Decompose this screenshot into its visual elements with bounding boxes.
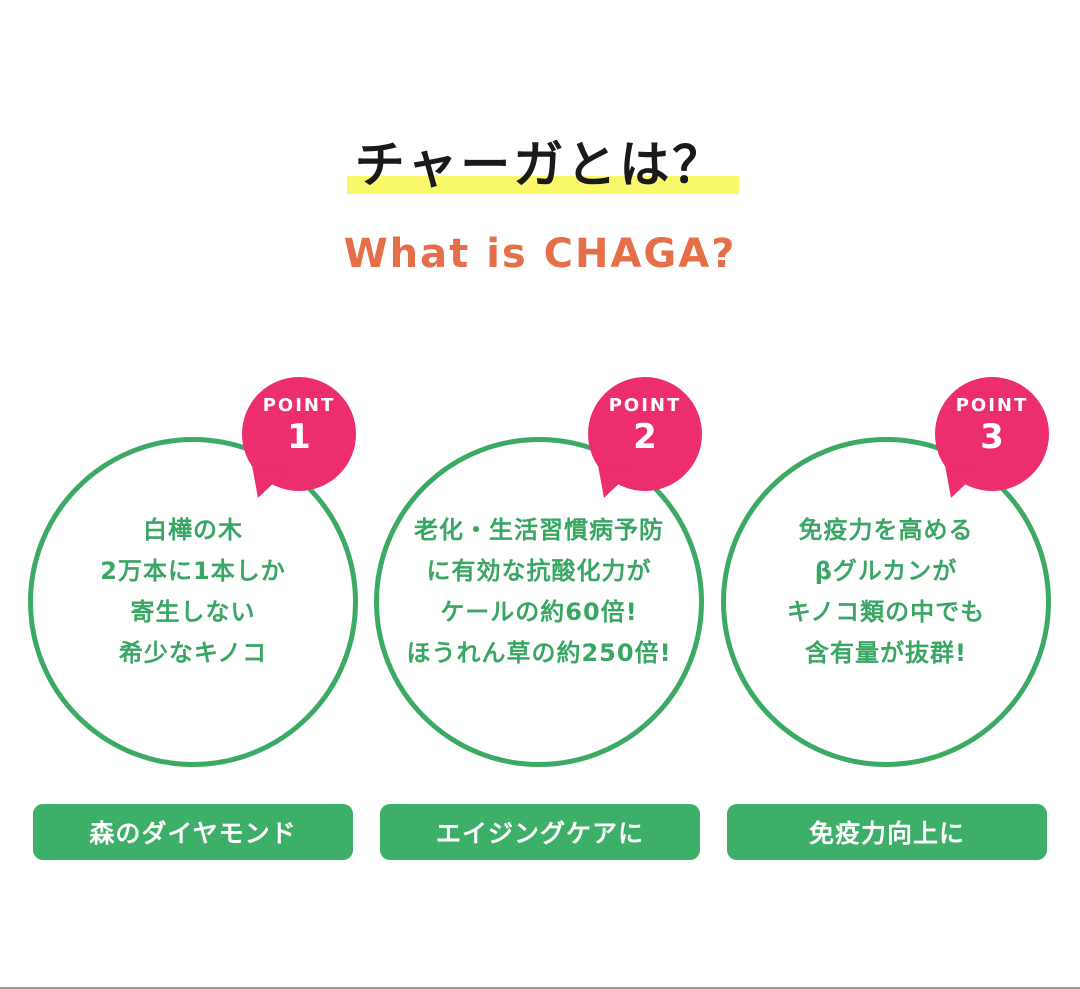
badge-number: 2	[633, 417, 657, 457]
tag-aging-care: エイジングケアに	[380, 804, 700, 860]
point-card-1: 白樺の木 2万本に1本しか 寄生しない 希少なキノコ POINT 1	[28, 377, 368, 777]
page-subtitle: What is CHAGA?	[343, 231, 737, 277]
description-line: ケールの約60倍!	[440, 598, 638, 626]
point-card-3: 免疫力を高める βグルカンが キノコ類の中でも 含有量が抜群! POINT 3	[721, 377, 1061, 777]
tag-immunity: 免疫力向上に	[727, 804, 1047, 860]
badge-label: POINT	[608, 395, 682, 416]
point-circle: 免疫力を高める βグルカンが キノコ類の中でも 含有量が抜群!	[721, 437, 1051, 767]
description-line: に有効な抗酸化力が	[426, 557, 652, 585]
badge-number: 1	[287, 417, 311, 457]
title-wrap: チャーガとは？	[0, 130, 1080, 200]
description-line: ほうれん草の約250倍!	[406, 639, 672, 667]
point-circle: 白樺の木 2万本に1本しか 寄生しない 希少なキノコ	[28, 437, 358, 767]
badge-label: POINT	[262, 395, 336, 416]
point-badge-speech-bubble-icon: POINT 3	[935, 377, 1049, 491]
page-title: チャーガとは？	[346, 130, 739, 200]
bottom-divider	[0, 987, 1080, 989]
description-line: 寄生しない	[130, 598, 256, 626]
point-badge-speech-bubble-icon: POINT 2	[588, 377, 702, 491]
badge-label: POINT	[955, 395, 1029, 416]
point-badge-speech-bubble-icon: POINT 1	[242, 377, 356, 491]
badge-number: 3	[980, 417, 1004, 457]
description-line: キノコ類の中でも	[786, 598, 986, 626]
point-description: 白樺の木 2万本に1本しか 寄生しない 希少なキノコ	[100, 510, 285, 674]
description-line: 免疫力を高める	[798, 516, 974, 544]
description-line: 希少なキノコ	[118, 639, 268, 667]
tag-forest-diamond: 森のダイヤモンド	[33, 804, 353, 860]
description-line: 2万本に1本しか	[100, 557, 286, 585]
point-card-2: 老化・生活習慣病予防 に有効な抗酸化力が ケールの約60倍! ほうれん草の約25…	[374, 377, 714, 777]
description-line: 含有量が抜群!	[805, 639, 967, 667]
description-line: βグルカンが	[814, 557, 958, 585]
point-circle: 老化・生活習慣病予防 に有効な抗酸化力が ケールの約60倍! ほうれん草の約25…	[374, 437, 704, 767]
description-line: 白樺の木	[143, 516, 243, 544]
point-description: 老化・生活習慣病予防 に有効な抗酸化力が ケールの約60倍! ほうれん草の約25…	[406, 510, 671, 674]
point-description: 免疫力を高める βグルカンが キノコ類の中でも 含有量が抜群!	[787, 510, 985, 674]
description-line: 老化・生活習慣病予防	[413, 516, 664, 544]
